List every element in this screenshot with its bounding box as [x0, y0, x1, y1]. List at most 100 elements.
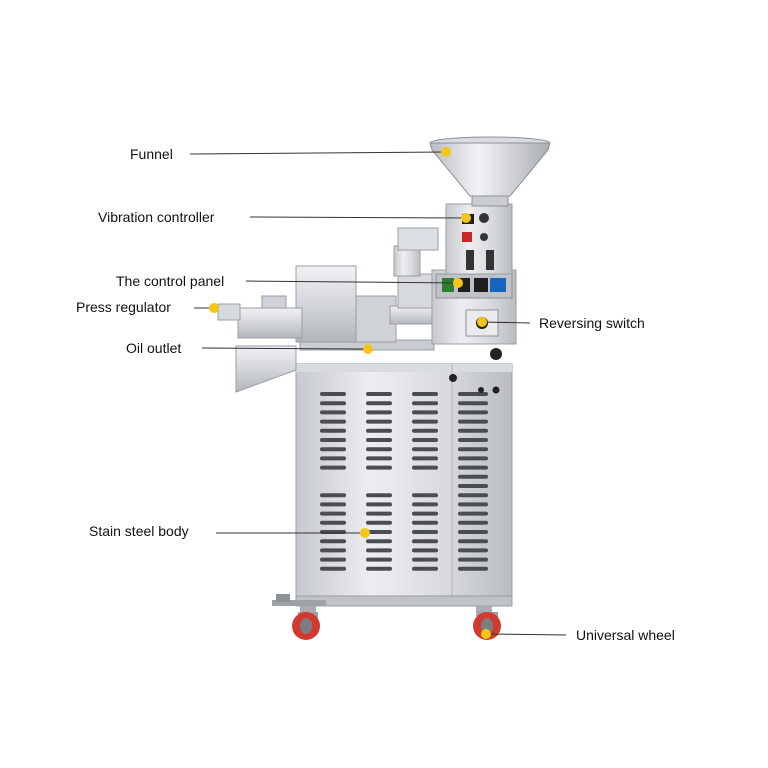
louver-slot: [366, 419, 392, 424]
louver-slot: [458, 456, 488, 461]
label-reversing-switch: Reversing switch: [539, 315, 645, 331]
vibration-controller-marker: [461, 213, 471, 223]
louver-slot: [412, 548, 438, 553]
louver-slot: [366, 511, 392, 516]
louver-slot: [458, 438, 488, 442]
louver-slot: [412, 502, 438, 507]
louver-slot: [458, 502, 488, 507]
louver-slot: [412, 539, 438, 544]
louver-slot: [412, 520, 438, 525]
louver-slot: [458, 566, 488, 571]
louver-slot: [320, 456, 346, 461]
control-panel-marker: [453, 278, 463, 288]
louver-slot: [320, 566, 346, 571]
louver-slot: [366, 428, 392, 433]
louver-slot: [320, 465, 346, 470]
wheel-left: [292, 612, 320, 640]
louver-slot: [366, 447, 392, 452]
louver-slot: [320, 428, 346, 433]
louver-slot: [458, 511, 488, 516]
press-regulator-marker: [209, 303, 219, 313]
louver-slot: [412, 447, 438, 452]
louver-slot: [412, 530, 438, 534]
louver-slot: [320, 410, 346, 415]
louver-slot: [458, 548, 488, 553]
funnel: [429, 136, 551, 207]
louver-slot: [458, 428, 488, 433]
louver-slot: [458, 474, 488, 479]
body-marker: [360, 528, 370, 538]
louver-slot: [458, 465, 488, 470]
louver-slot: [412, 428, 438, 433]
louver-slot: [366, 465, 392, 470]
press-chamber: [217, 227, 439, 343]
louver-slot: [458, 520, 488, 525]
louver-slot: [366, 530, 392, 534]
control-housing: [431, 269, 517, 345]
louver-slot: [458, 539, 488, 544]
louver-slot: [458, 484, 488, 488]
louver-slot: [320, 493, 346, 498]
universal-wheel-leader: [485, 633, 567, 636]
louver-slot: [458, 410, 488, 415]
louver-slot: [412, 493, 438, 498]
louver-slot: [412, 401, 438, 406]
label-control-panel: The control panel: [116, 273, 225, 289]
louver-slot: [458, 419, 488, 424]
reversing-switch-leader: [481, 321, 531, 324]
louver-slot: [320, 539, 346, 544]
louver-slot: [458, 401, 488, 406]
louver-slot: [320, 511, 346, 516]
louver-slot: [366, 566, 392, 571]
markers: [209, 147, 491, 639]
louver-slot: [412, 557, 438, 562]
label-body: Stain steel body: [89, 523, 189, 539]
louver-slot: [320, 548, 346, 553]
cabinet-body: [295, 363, 513, 599]
louver-slot: [366, 493, 392, 498]
louver-slot: [412, 465, 438, 470]
louver-slot: [458, 557, 488, 562]
louver-slot: [458, 392, 488, 396]
louver-slot: [412, 456, 438, 461]
louver-slot: [366, 401, 392, 406]
label-oil-outlet: Oil outlet: [126, 340, 182, 356]
louver-slot: [412, 410, 438, 415]
control-panel-leader: [245, 280, 459, 284]
label-press-regulator: Press regulator: [76, 299, 171, 315]
oil-outlet-leader: [201, 347, 369, 350]
louver-slot: [412, 419, 438, 424]
louver-slot: [320, 520, 346, 525]
vibration-controller-leader: [249, 216, 467, 219]
label-funnel: Funnel: [130, 146, 173, 162]
louver-slot: [412, 566, 438, 571]
funnel-leader: [189, 151, 447, 155]
louver-slot: [320, 502, 346, 507]
louver-slot: [366, 392, 392, 396]
label-universal-wheel: Universal wheel: [576, 627, 675, 643]
louver-slot: [366, 557, 392, 562]
universal-wheel-marker: [481, 629, 491, 639]
louver-slot: [366, 456, 392, 461]
louver-slot: [320, 392, 346, 396]
louver-slot: [320, 419, 346, 424]
louver-slot: [366, 410, 392, 415]
vibration-box: [445, 203, 513, 275]
louver-slot: [320, 447, 346, 452]
louver-slot: [320, 557, 346, 562]
louver-slot: [412, 438, 438, 442]
louver-slot: [320, 401, 346, 406]
louver-slot: [458, 493, 488, 498]
label-vibration-controller: Vibration controller: [98, 209, 215, 225]
base-frame: [272, 594, 513, 616]
louver-slot: [366, 548, 392, 553]
louver-slot: [458, 447, 488, 452]
louver-slot: [366, 502, 392, 507]
louver-slot: [320, 438, 346, 442]
vent-louvers: [320, 392, 488, 571]
leader-lines: [189, 151, 567, 636]
louver-slot: [366, 520, 392, 525]
louver-slot: [412, 392, 438, 396]
